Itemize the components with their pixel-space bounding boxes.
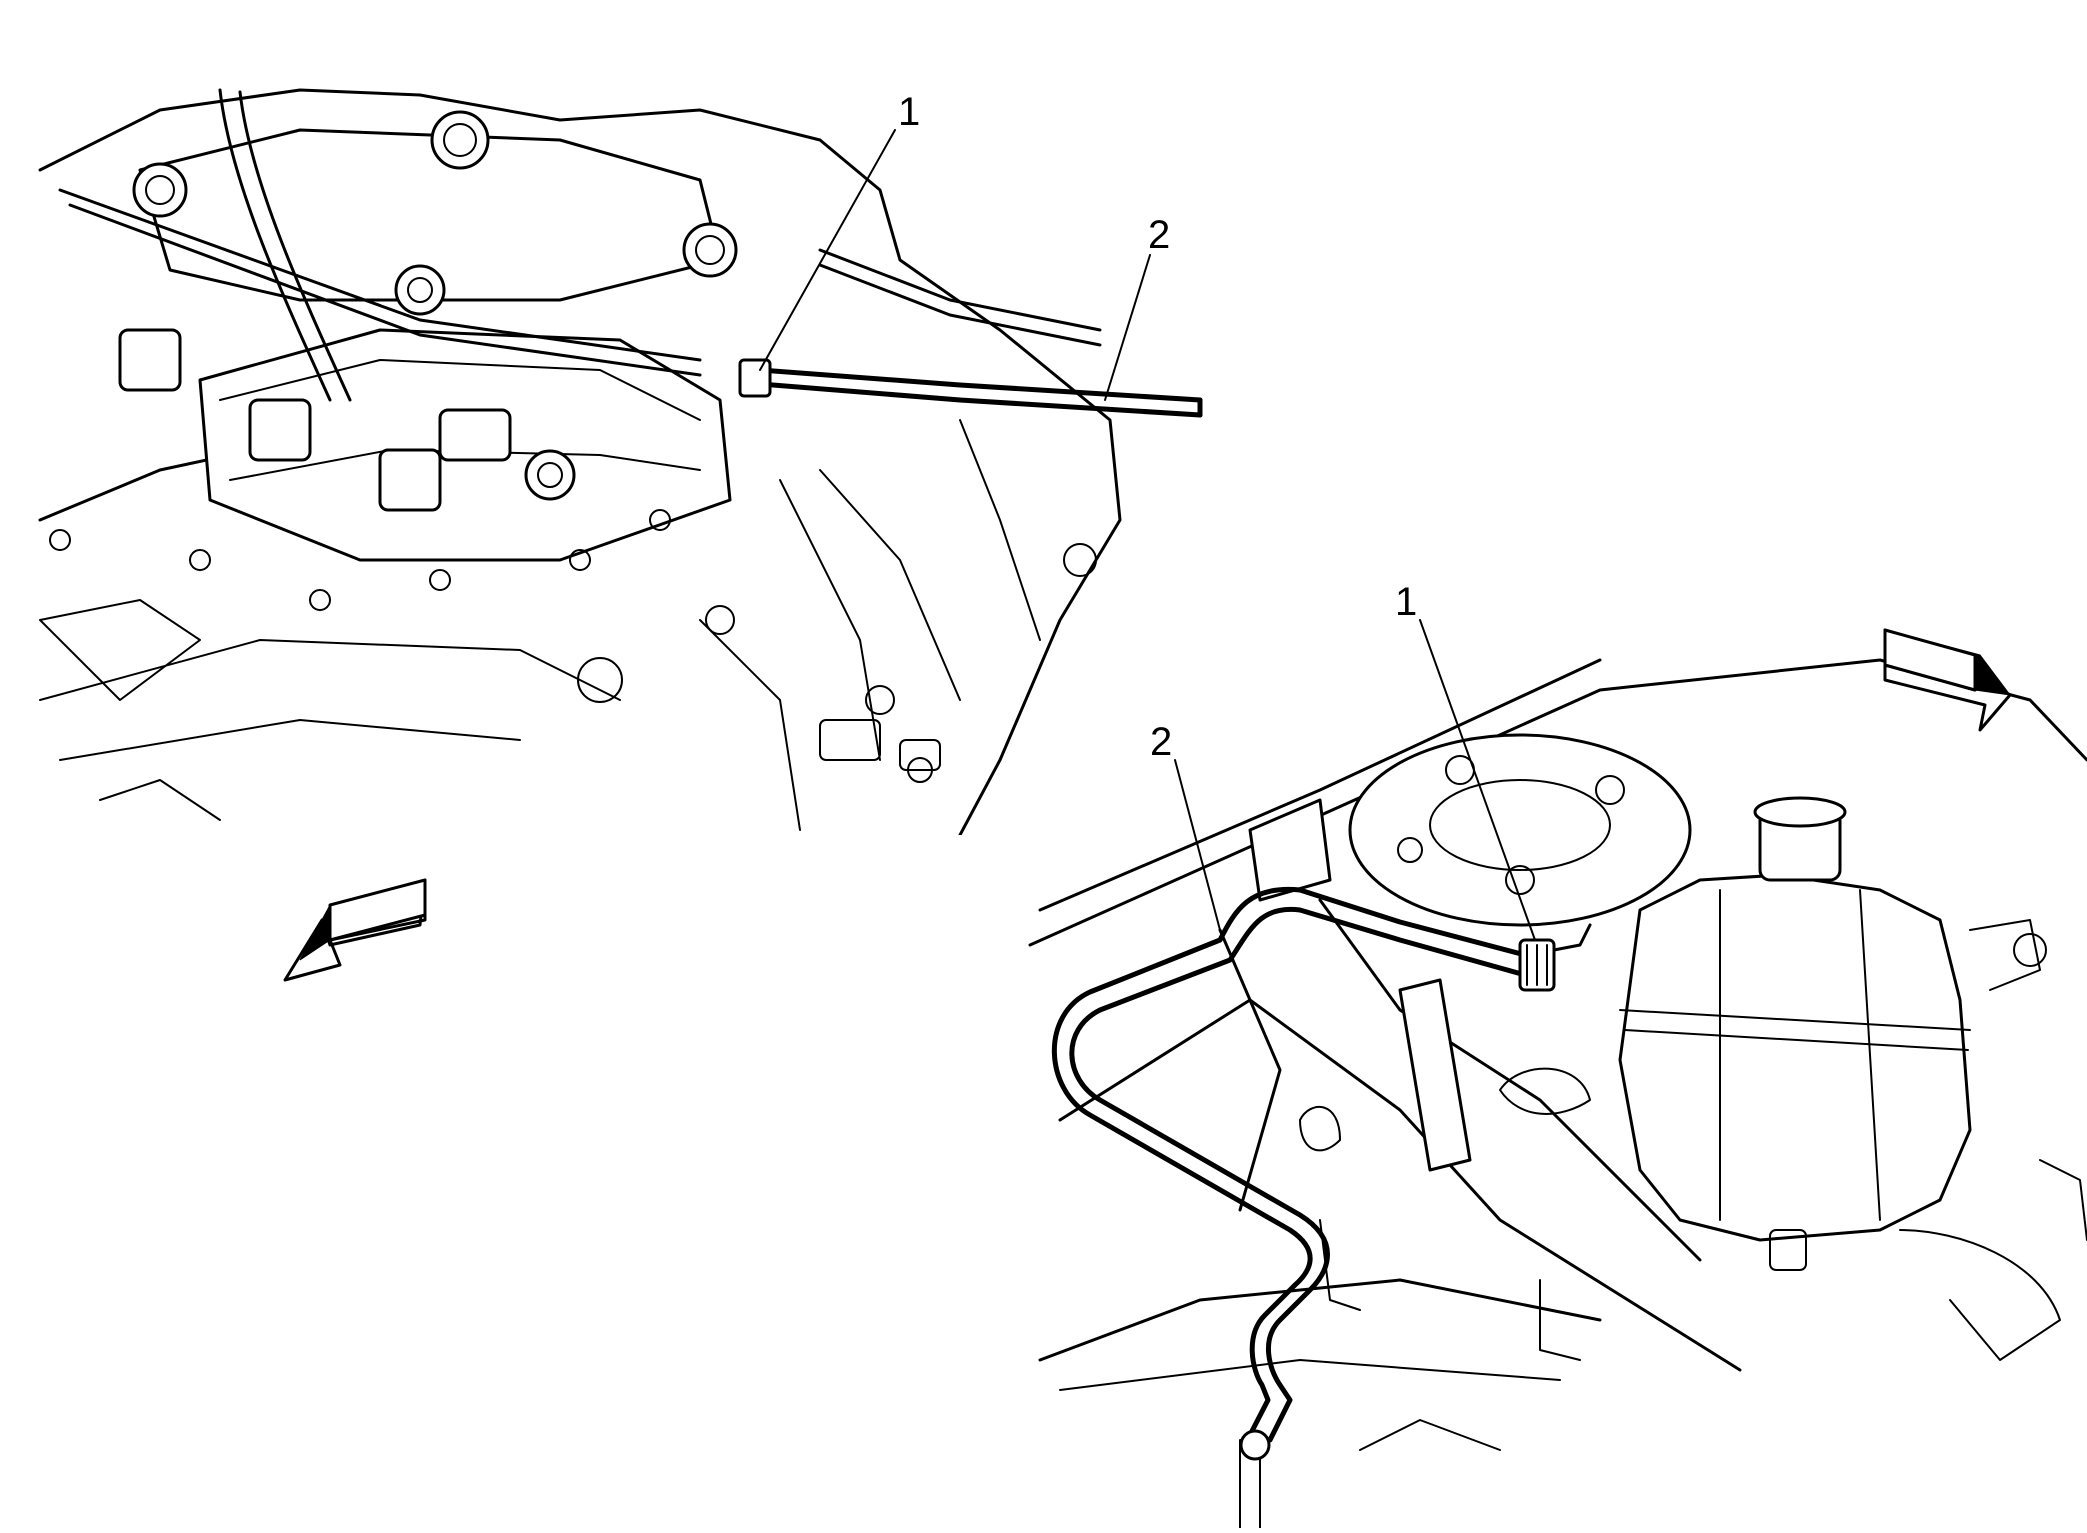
pcv-hose (757, 381, 1203, 418)
callout-1-top: 1 (898, 90, 920, 134)
engine-view (38, 88, 1203, 835)
vent-hose (1069, 906, 1528, 1443)
callout-1-bottom: 1 (1395, 580, 1417, 624)
callout-2-top: 2 (1148, 213, 1170, 257)
front-direction-arrow-icon (1883, 628, 2012, 732)
coolant-reservoir (1618, 873, 1972, 1242)
hose-clamp (738, 358, 772, 398)
front-direction-arrow-icon (283, 878, 427, 982)
callout-2-bottom: 2 (1150, 720, 1172, 764)
reservoir-view (1028, 658, 2087, 1529)
